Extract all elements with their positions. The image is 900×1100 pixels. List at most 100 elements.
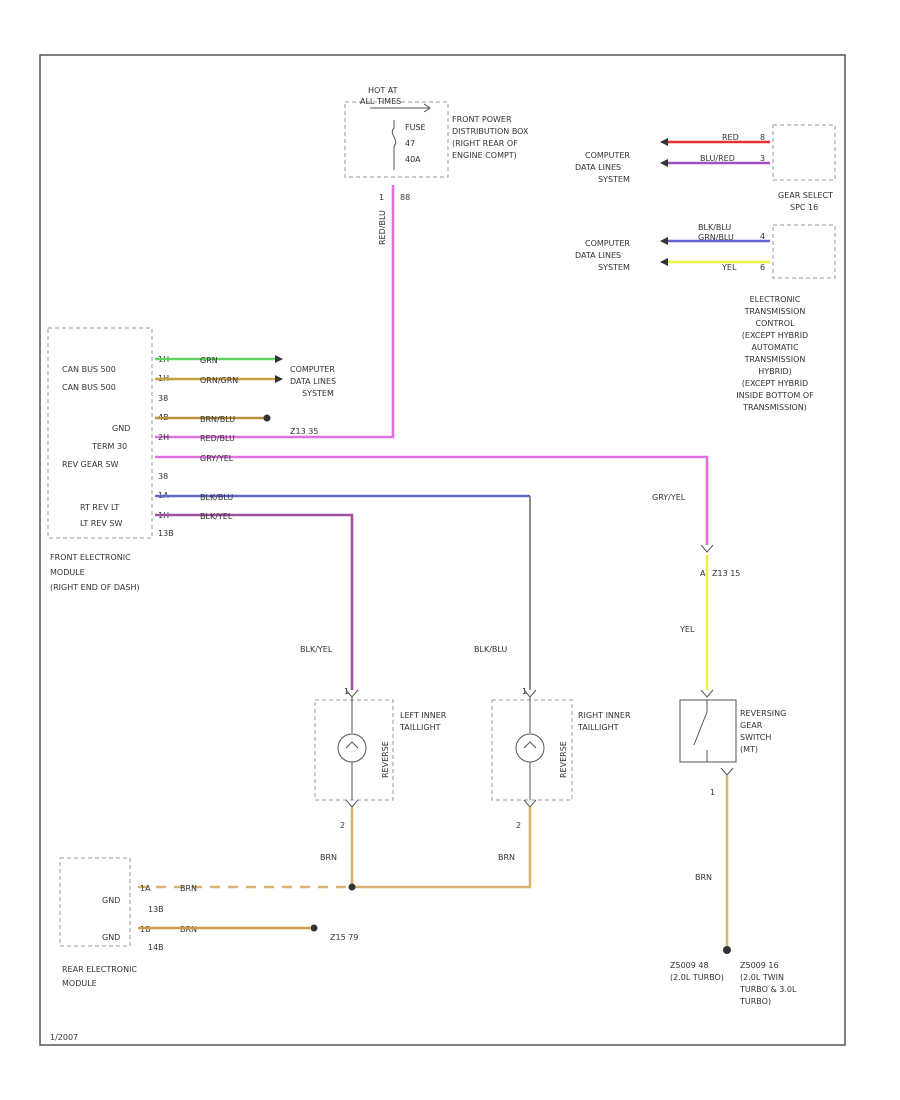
left-lamp-pin: 2 bbox=[340, 821, 345, 830]
wire-blk-yel bbox=[155, 513, 354, 690]
switch-contact-icon bbox=[693, 711, 708, 746]
left-lamp-label-2: TAILLIGHT bbox=[399, 723, 441, 732]
rem-pin-13b: 13B bbox=[148, 905, 164, 914]
gs-pin-3: 3 bbox=[760, 154, 765, 163]
rear-electronic-module: GND GND 1A 13B 1B 14B BRN BRN REAR ELECT… bbox=[59, 857, 197, 988]
fem-title-2: MODULE bbox=[50, 568, 85, 577]
rem-pin-1a: 1A bbox=[140, 884, 151, 893]
wire-lamp-brn bbox=[350, 807, 532, 889]
hot-at-label: HOT AT bbox=[368, 86, 398, 95]
cdls-1-line-2: DATA LINES bbox=[575, 163, 621, 172]
fem-wire-orn-grn: ORN/GRN bbox=[200, 376, 238, 385]
svg-text:(EXCEPT HYBRID: (EXCEPT HYBRID bbox=[742, 331, 808, 340]
right-lamp-lower: BRN bbox=[498, 853, 515, 862]
svg-text:HYBRID): HYBRID) bbox=[758, 367, 792, 376]
fem-pin-label-revgear: REV GEAR SW bbox=[62, 460, 119, 469]
left-lamp-lower: BRN bbox=[320, 853, 337, 862]
z1315-label: Z13 15 bbox=[712, 569, 740, 578]
right-lamp-label-2: TAILLIGHT bbox=[577, 723, 619, 732]
gs-wire-grn-blu: GRN/BLU bbox=[698, 233, 734, 242]
fem-pin-label-can1: CAN BUS 500 bbox=[62, 365, 116, 374]
fem-pin-label-can2: CAN BUS 500 bbox=[62, 383, 116, 392]
right-lamp-pin-top: 1 bbox=[522, 687, 527, 696]
left-bulb-icon bbox=[337, 733, 367, 763]
switch-pin: 1 bbox=[710, 788, 715, 797]
yel-label: YEL bbox=[679, 625, 695, 634]
svg-text:INSIDE BOTTOM OF: INSIDE BOTTOM OF bbox=[736, 391, 814, 400]
fem-wire-brn-blu: BRN/BLU bbox=[200, 415, 235, 424]
ground1-line-1: Z5009 48 bbox=[670, 961, 709, 970]
right-lamp-side: REVERSE bbox=[559, 741, 568, 778]
fpdb-pin-88: 88 bbox=[400, 193, 410, 202]
gry-yel-vertical-label: GRY/YEL bbox=[652, 493, 686, 502]
fem-splice-z1335: Z13 35 bbox=[290, 427, 318, 436]
left-lamp-wire: BLK/YEL bbox=[300, 645, 333, 654]
fem-title-3: (RIGHT END OF DASH) bbox=[50, 583, 140, 592]
switch-label-1: REVERSING bbox=[740, 709, 786, 718]
right-lamp-label-1: RIGHT INNER bbox=[578, 711, 631, 720]
rem-title-2: MODULE bbox=[62, 979, 97, 988]
svg-text:TRANSMISSION: TRANSMISSION bbox=[744, 355, 806, 364]
fem-pin-label-gnd: GND bbox=[112, 424, 130, 433]
fem-pin-6: 38 bbox=[158, 472, 168, 481]
ground2-line-4: TURBO) bbox=[739, 997, 771, 1006]
front-power-distribution-box: HOT AT ALL TIMES FUSE 47 40A FRONT POWER… bbox=[344, 86, 529, 245]
fem-pin-label-rtrev: RT REV LT bbox=[80, 503, 119, 512]
right-lamp-wire: BLK/BLU bbox=[474, 645, 507, 654]
all-times-label: ALL TIMES bbox=[360, 97, 401, 106]
switch-wire: BRN bbox=[695, 873, 712, 882]
left-lamp-pin-top: 1 bbox=[344, 687, 349, 696]
rem-wire-2: BRN bbox=[180, 925, 197, 934]
ground2-line-1: Z5009 16 bbox=[740, 961, 779, 970]
cdls-2-line-2: DATA LINES bbox=[575, 251, 621, 260]
fem-pin-3: 38 bbox=[158, 394, 168, 403]
rem-title-1: REAR ELECTRONIC bbox=[62, 965, 137, 974]
wire-red-blu bbox=[155, 185, 395, 439]
svg-text:TRANSMISSION: TRANSMISSION bbox=[744, 307, 806, 316]
gs-wire-red: RED bbox=[722, 133, 739, 142]
switch-label-4: (MT) bbox=[740, 745, 758, 754]
fuse-rating: 40A bbox=[405, 155, 421, 164]
fem-pin-9: 13B bbox=[158, 529, 174, 538]
gs-pin-6: 6 bbox=[760, 263, 765, 272]
fuse-symbol bbox=[391, 120, 397, 170]
fem-cdls-3: SYSTEM bbox=[302, 389, 334, 398]
rem-wire-1: BRN bbox=[180, 884, 197, 893]
gs-wire-blk-blu: BLK/BLU bbox=[698, 223, 731, 232]
gs-wire-blu-red: BLU/RED bbox=[700, 154, 735, 163]
fuse-number: 47 bbox=[405, 139, 415, 148]
cdls-2-line-3: SYSTEM bbox=[598, 263, 630, 272]
fpdb-pin-1: 1 bbox=[379, 193, 384, 202]
left-lamp-label-1: LEFT INNER bbox=[400, 711, 447, 720]
fem-wire-gry-yel: GRY/YEL bbox=[200, 454, 234, 463]
fem-pin-label-ltrev: LT REV SW bbox=[80, 519, 122, 528]
fem-wire-red-blu: RED/BLU bbox=[200, 434, 235, 443]
gs-pin-4: 4 bbox=[760, 232, 765, 241]
fpdb-label-3: (RIGHT REAR OF bbox=[452, 139, 518, 148]
cdls-2-line-1: COMPUTER bbox=[585, 239, 630, 248]
rem-label-gnd2: GND bbox=[102, 933, 120, 942]
fem-wire-blk-blu: BLK/BLU bbox=[200, 493, 233, 502]
fem-pin-5: 2H bbox=[158, 433, 169, 442]
reversing-gear-switch: REVERSING GEAR SWITCH (MT) 1 BRN bbox=[679, 689, 786, 882]
diagram-frame bbox=[39, 54, 846, 1046]
svg-text:TRANSMISSION): TRANSMISSION) bbox=[742, 403, 807, 412]
cdls-1-line-3: SYSTEM bbox=[598, 175, 630, 184]
fem-cdls-2: DATA LINES bbox=[290, 377, 336, 386]
fpdb-label-1: FRONT POWER bbox=[452, 115, 512, 124]
pin-a-label: A bbox=[700, 569, 706, 578]
left-inner-taillight: BLK/YEL 1 LEFT INNER TAILLIGHT REVERSE 2… bbox=[300, 645, 447, 862]
fem-wire-blk-yel: BLK/YEL bbox=[200, 512, 233, 521]
fpdb-wire-label: RED/BLU bbox=[378, 210, 387, 245]
ground1-line-2: (2.0L TURBO) bbox=[670, 973, 724, 982]
wire-gry-yel bbox=[155, 455, 709, 545]
gs-title-2: SPC 16 bbox=[790, 203, 818, 212]
right-lamp-pin: 2 bbox=[516, 821, 521, 830]
switch-label-3: SWITCH bbox=[740, 733, 771, 742]
fem-pin-label-term30: TERM 30 bbox=[91, 442, 127, 451]
gear-select-module: COMPUTER DATA LINES SYSTEM COMPUTER DATA… bbox=[575, 124, 836, 279]
svg-text:CONTROL: CONTROL bbox=[755, 319, 795, 328]
ground2-line-2: (2.0L TWIN bbox=[740, 973, 784, 982]
fpdb-label-2: DISTRIBUTION BOX bbox=[452, 127, 529, 136]
rem-pin-14b: 14B bbox=[148, 943, 164, 952]
